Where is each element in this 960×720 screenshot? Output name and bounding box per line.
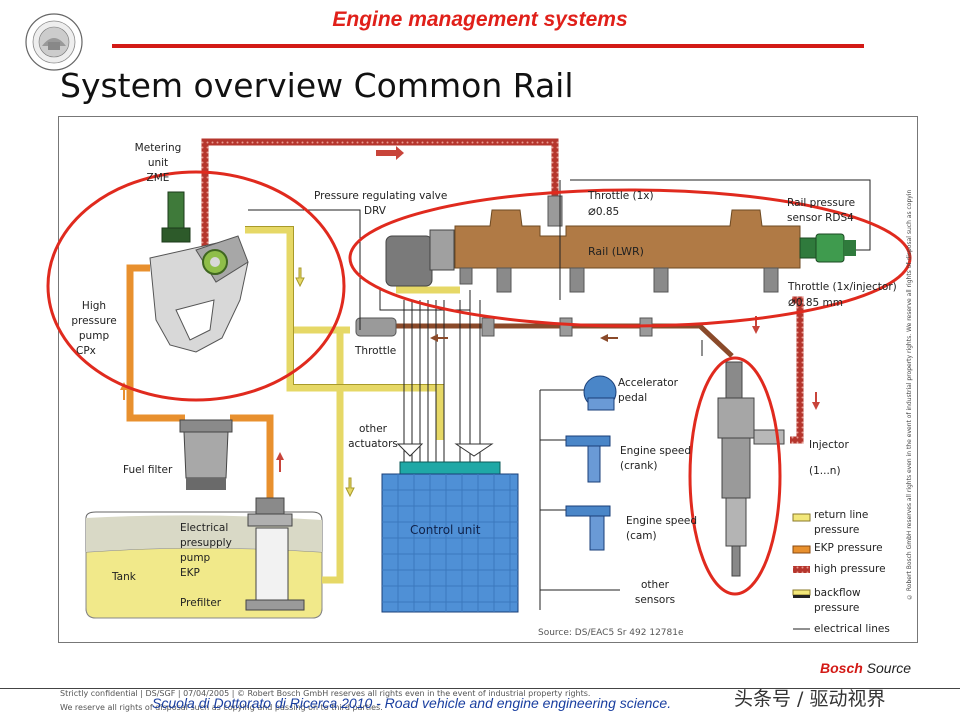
cam-sensor-part [565,505,611,551]
legend-swatches [792,513,811,630]
label-rail: Rail (LWR) [588,245,644,258]
backflow-lines [396,323,734,358]
legend-ekp: EKP pressure [814,542,883,554]
label-rail-pressure-sensor: Rail pressure sensor RDS4 [787,197,856,224]
rail-pressure-sensor [799,233,856,263]
label-injector: Injector (1...n) [809,439,849,477]
polimi-logo [24,12,84,72]
pressure-regulating-valve [385,229,455,287]
vertical-copyright: © Robert Bosch GmbH reserves all rights … [906,190,913,600]
accelerator-pedal-part [583,375,617,411]
footer-reserve: We reserve all rights of disposal such a… [60,703,383,712]
high-pressure-pump [149,191,249,353]
label-engine-speed-crank: Engine speed (crank) [620,445,692,472]
footer-school: Scuola di Dottorato di Ricerca 2010 - Ro… [152,695,672,711]
electrical-lines [248,179,871,610]
slide-title: System overview Common Rail [60,66,574,105]
return-lines [245,226,460,584]
label-accelerator-pedal: Accelerator pedal [618,377,678,404]
label-high-pressure-pump: High pressure pump CPx [71,300,117,357]
flow-arrows [120,146,820,498]
label-prefilter: Prefilter [180,597,222,609]
header-title: Engine management systems [332,8,628,31]
label-pressure-valve: Pressure regulating valve DRV [314,190,448,217]
label-other-actuators: other actuators [348,423,398,450]
ekp-pump [245,497,305,611]
bosch-source: Bosch Source [820,660,912,676]
label-engine-speed-cam: Engine speed (cam) [626,515,698,542]
highlight-circles [46,170,912,596]
footer-divider [0,688,960,689]
label-throttle-injector: Throttle (1x/injector) ⌀0.85 mm [788,281,897,310]
legend-backflow: backflow pressure [814,587,861,614]
ekp-lines [126,264,274,500]
header-divider [112,44,864,48]
label-throttle-1x: Throttle (1x) ⌀0.85 [588,190,654,219]
label-metering-unit: Metering unit ZME [134,142,182,184]
label-control-unit: Control unit [410,523,481,537]
crank-sensor-part [565,435,611,483]
legend-electrical: electrical lines [814,623,890,635]
label-tank: Tank [112,571,136,583]
label-throttle: Throttle [355,345,397,357]
high-pressure-lines [201,138,804,444]
label-other-sensors: other sensors [634,579,676,606]
watermark: 头条号 / 驱动视界 [734,688,886,710]
footer-confidential: Strictly confidential | DS/SGF | 07/04/2… [60,689,591,698]
throttle-part [355,317,397,337]
label-source: Source: DS/EAC5 Sr 492 12781e [538,628,684,638]
common-rail [454,195,801,293]
control-unit-box [381,443,519,613]
fuel-filter-part [179,419,233,490]
legend-high: high pressure [814,563,886,575]
label-ekp: Electrical presupply pump EKP [180,522,232,579]
legend-return: return line pressure [814,509,869,536]
label-fuel-filter: Fuel filter [123,464,173,476]
injector-part [717,361,785,577]
